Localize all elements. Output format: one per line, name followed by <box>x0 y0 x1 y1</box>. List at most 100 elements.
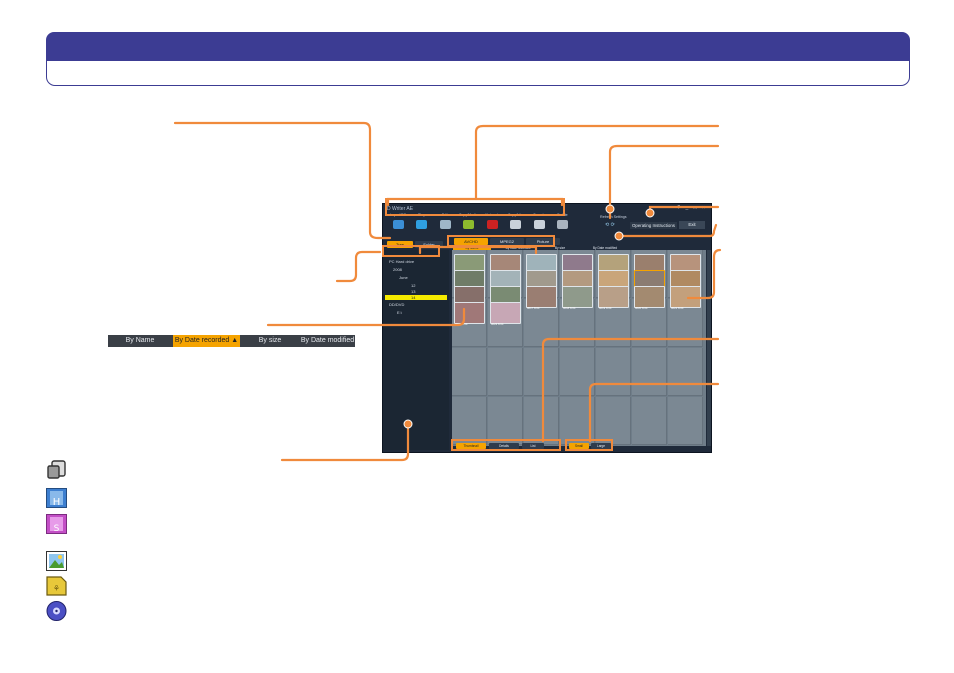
tab-thumbnail[interactable]: Thumbnail <box>456 443 486 449</box>
tab-folder[interactable]: Folder <box>415 241 443 248</box>
camera-icon <box>510 220 521 229</box>
operating-instructions-button[interactable]: Operating Instructions <box>630 222 677 229</box>
tab-picture[interactable]: Picture <box>526 238 560 245</box>
callout-line <box>686 248 722 300</box>
edit-icon <box>439 220 451 229</box>
subtitle-bar <box>46 60 910 86</box>
tree-item[interactable]: 12 <box>411 283 416 288</box>
grid-cell[interactable] <box>632 397 667 445</box>
grid-cell[interactable] <box>632 348 667 396</box>
callout-line <box>618 223 718 238</box>
grid-cell[interactable] <box>596 348 631 396</box>
tree-item[interactable]: PC Hard drive <box>389 259 415 264</box>
tab-small[interactable]: Small <box>569 443 589 449</box>
callout-line <box>608 144 720 220</box>
tab-details[interactable]: Details <box>489 443 519 449</box>
folder-tree: PC Hard drive 2008 June 12 13 14 DD/DVD … <box>383 250 449 450</box>
callout-frame <box>447 235 555 247</box>
grid-cell[interactable] <box>596 397 631 445</box>
callout-line <box>280 422 410 462</box>
hd-mode-icon: H <box>46 488 67 508</box>
tree-item[interactable]: 14 <box>411 295 416 300</box>
callout-line <box>335 250 382 283</box>
callout-frame <box>385 198 565 216</box>
video-thumbnail[interactable] <box>490 302 521 324</box>
sort-bar: By Name By Date recorded ▲ By size By Da… <box>108 335 355 347</box>
refresh-icons[interactable]: ⟲ ⟳ <box>605 222 615 228</box>
svg-text:H: H <box>53 497 61 508</box>
trash-icon <box>557 220 568 229</box>
callout-line <box>588 382 720 443</box>
callout-dot <box>614 231 624 241</box>
svg-text:⚘: ⚘ <box>53 584 60 593</box>
grid-cell[interactable] <box>488 397 523 445</box>
tree-item[interactable]: 13 <box>411 289 416 294</box>
grid-sort-by-size[interactable]: By size <box>554 246 566 250</box>
refresh-settings-button[interactable]: Refresh Settings <box>600 215 627 219</box>
grid-cell[interactable] <box>488 348 523 396</box>
copy-media-icon <box>463 220 474 229</box>
callout-line <box>474 124 720 201</box>
callout-line <box>266 307 466 327</box>
search-icon <box>533 220 545 229</box>
tab-avchd[interactable]: AVCHD <box>454 238 488 245</box>
svg-text:S: S <box>54 524 60 534</box>
grid-cell[interactable] <box>668 348 703 396</box>
grid-cell[interactable] <box>452 348 487 396</box>
thumbnail-label: 0019 8.04 <box>599 306 612 310</box>
callout-frame <box>565 439 613 451</box>
callout-line <box>418 245 538 255</box>
thumbnail-label: 0023 8.04 <box>491 322 504 326</box>
standard-mode-icon: S <box>46 514 67 534</box>
thumbnail-grid: 0001 8.040002 8.040003 8.040004 8.040005… <box>452 250 706 446</box>
grid-cell[interactable] <box>668 397 703 445</box>
dvd-disc-icon <box>46 601 67 621</box>
callout-line <box>648 205 720 215</box>
thumbnail-label: 0020 8.04 <box>635 306 648 310</box>
sort-label: By Date recorded <box>174 337 230 344</box>
scrollbar[interactable] <box>707 250 711 446</box>
callout-dot <box>403 419 413 429</box>
callout-frame <box>382 245 440 257</box>
picture-icon <box>46 551 67 571</box>
sort-by-size[interactable]: By size <box>258 337 282 344</box>
tab-mpeg2[interactable]: MPEG2 <box>490 238 524 245</box>
title-bar <box>46 32 910 62</box>
video-thumbnail[interactable] <box>634 286 665 308</box>
video-thumbnail[interactable] <box>598 286 629 308</box>
tree-item[interactable]: E:\ <box>397 310 402 315</box>
grid-cell[interactable] <box>452 397 487 445</box>
tab-large[interactable]: Large <box>591 443 611 449</box>
exit-button[interactable]: Exit <box>679 221 705 229</box>
callout-dot <box>605 204 615 214</box>
network-icon <box>486 220 498 229</box>
tree-item[interactable]: DD/DVD <box>389 302 405 307</box>
copy-disc-icon <box>46 460 67 480</box>
app-title: D Writer AE <box>387 206 414 212</box>
sort-by-date-recorded[interactable]: By Date recorded ▲ <box>173 335 240 347</box>
sort-by-date-modified[interactable]: By Date modified <box>300 337 355 344</box>
tab-list[interactable]: List <box>522 443 544 449</box>
thumbnail-label: 0017 8.04 <box>527 306 540 310</box>
import-icon <box>392 220 404 229</box>
callout-line <box>541 337 720 443</box>
play-icon <box>416 220 427 229</box>
grid-cell[interactable] <box>524 397 559 445</box>
video-thumbnail[interactable] <box>562 286 593 308</box>
tree-item[interactable]: 2008 <box>393 267 402 272</box>
sort-ascending-icon: ▲ <box>231 337 239 344</box>
thumbnail-label: 0018 8.04 <box>563 306 576 310</box>
callout-dot <box>645 208 655 218</box>
grid-cell[interactable] <box>524 348 559 396</box>
callout-frame <box>451 439 561 451</box>
tree-item[interactable]: June <box>399 275 408 280</box>
tab-tree[interactable]: Tree <box>387 241 413 248</box>
grid-sort-by-date-modified[interactable]: By Date modified <box>592 246 618 250</box>
video-thumbnail[interactable] <box>526 286 557 308</box>
sd-card-icon: ⚘ <box>46 576 67 596</box>
sort-by-name[interactable]: By Name <box>125 337 155 344</box>
video-thumbnail[interactable] <box>454 302 485 324</box>
tree-selection <box>385 295 447 300</box>
